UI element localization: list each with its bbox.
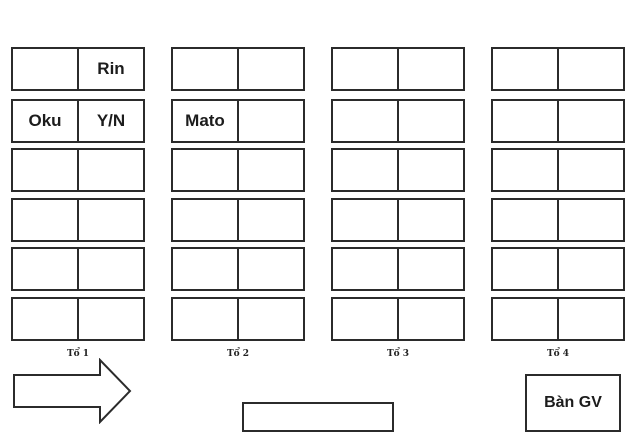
- seat: [77, 150, 143, 190]
- desk-row: [171, 247, 305, 291]
- seat: [77, 249, 143, 289]
- desk-row: [331, 297, 465, 341]
- seat: [557, 150, 623, 190]
- seat: [173, 249, 237, 289]
- seat: [333, 299, 397, 339]
- group-label: Tổ 1: [66, 349, 90, 359]
- seat: [237, 150, 303, 190]
- group-label: Tổ 4: [546, 349, 570, 359]
- desk-row: [171, 198, 305, 242]
- desk-row: Rin: [11, 47, 145, 91]
- seat: [397, 49, 463, 89]
- seat: [557, 249, 623, 289]
- seat: [397, 101, 463, 141]
- desk-row: [331, 198, 465, 242]
- desk-row: [11, 297, 145, 341]
- seat: [13, 249, 77, 289]
- seat: [557, 299, 623, 339]
- desk-row: [491, 148, 625, 192]
- seat: [13, 150, 77, 190]
- desk-row: [11, 148, 145, 192]
- desk-row: [491, 247, 625, 291]
- seat: [237, 49, 303, 89]
- teacher-desk-label: Bàn GV: [544, 394, 602, 411]
- teacher-desk: Bàn GV: [525, 374, 621, 432]
- seat: [493, 299, 557, 339]
- seat: [397, 249, 463, 289]
- desk-row: Mato: [171, 99, 305, 143]
- seat: [333, 101, 397, 141]
- seat: [333, 150, 397, 190]
- seat: [333, 200, 397, 240]
- seat: [557, 200, 623, 240]
- desk-row: [491, 297, 625, 341]
- seat: [493, 49, 557, 89]
- seat: [173, 49, 237, 89]
- seat: [173, 150, 237, 190]
- desk-row: [171, 47, 305, 91]
- seat: [173, 200, 237, 240]
- desk-row: [491, 99, 625, 143]
- desk-row: [331, 148, 465, 192]
- arrow-right-icon: [13, 358, 132, 424]
- seat: Mato: [185, 111, 225, 130]
- seat: [557, 101, 623, 141]
- seat: [237, 249, 303, 289]
- desk-row: Oku Y/N: [11, 99, 145, 143]
- desk-row: [331, 47, 465, 91]
- seat: [13, 49, 77, 89]
- seat: [237, 200, 303, 240]
- desk-row: [331, 247, 465, 291]
- seat: [173, 299, 237, 339]
- desk-row: [11, 247, 145, 291]
- desk-row: [331, 99, 465, 143]
- seat: [493, 200, 557, 240]
- desk-row: [491, 47, 625, 91]
- seat: [557, 49, 623, 89]
- seat: [237, 101, 303, 141]
- seat: [333, 249, 397, 289]
- seat: [237, 299, 303, 339]
- desk-row: [171, 297, 305, 341]
- seat: [493, 101, 557, 141]
- seat: Oku: [28, 111, 62, 130]
- seat: [13, 200, 77, 240]
- seat: Y/N: [77, 101, 143, 141]
- group-label: Tổ 2: [226, 349, 250, 359]
- seat: [13, 299, 77, 339]
- seat: [77, 200, 143, 240]
- desk-row: [11, 198, 145, 242]
- seat: [397, 150, 463, 190]
- seat: [397, 200, 463, 240]
- desk-row: [491, 198, 625, 242]
- door-marker: [242, 402, 394, 432]
- seat: [493, 150, 557, 190]
- seat: Rin: [77, 49, 143, 89]
- seat: [397, 299, 463, 339]
- seat: [333, 49, 397, 89]
- group-label: Tổ 3: [386, 349, 410, 359]
- seat: [77, 299, 143, 339]
- seat: [493, 249, 557, 289]
- desk-row: [171, 148, 305, 192]
